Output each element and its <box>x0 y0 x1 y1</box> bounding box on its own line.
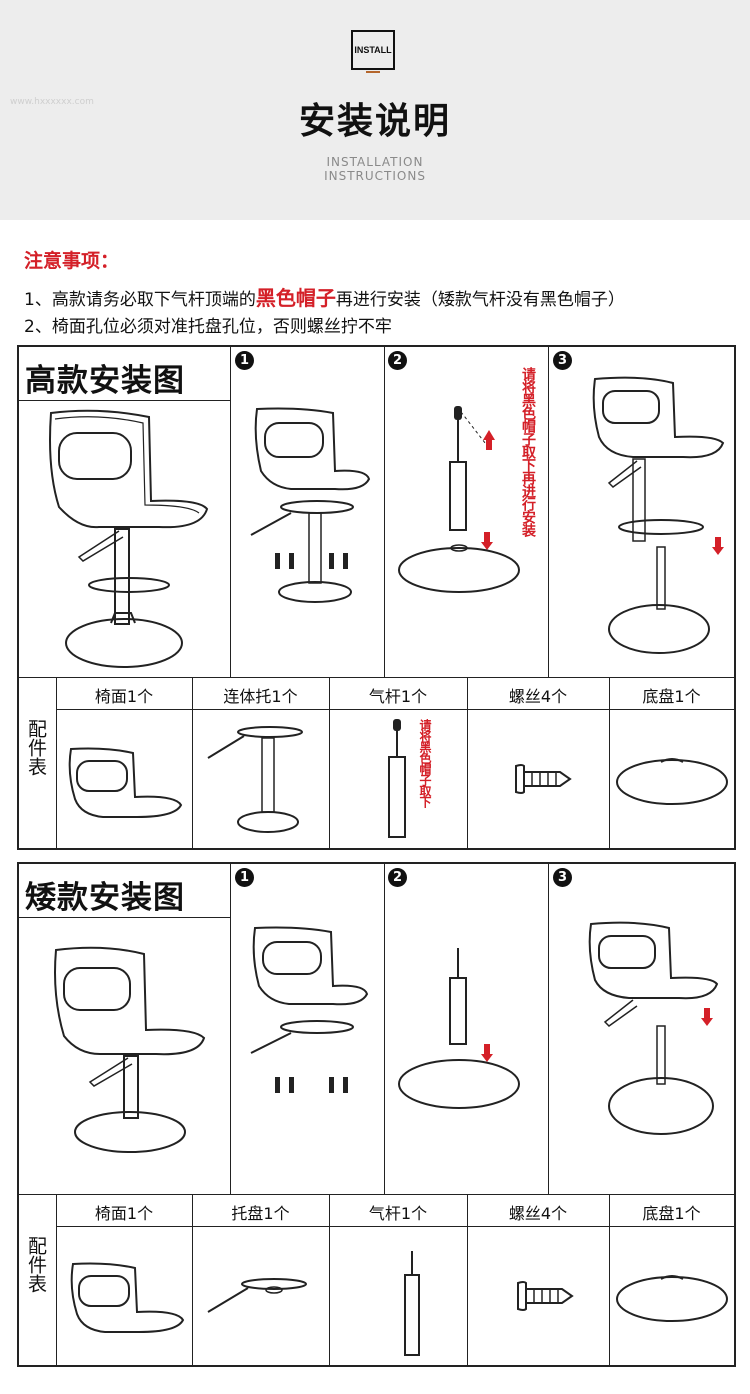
grid-line <box>19 677 734 678</box>
grid-line <box>230 864 231 1194</box>
step-1-badge: 1 <box>235 351 254 370</box>
step-3-badge: 3 <box>553 351 572 370</box>
part-base-label: 底盘1个 <box>642 1204 701 1223</box>
badge-underline <box>366 71 380 73</box>
chair-icon <box>588 921 719 1135</box>
notice-line-1-post: 再进行安装（矮款气杆没有黑色帽子） <box>335 290 625 310</box>
gas-lift-icon <box>404 1251 420 1356</box>
grid-line <box>56 1194 57 1365</box>
grid-line <box>56 1226 734 1227</box>
parts-table-label: 配件表 <box>25 1236 47 1293</box>
part-screw-label: 螺丝4个 <box>508 1204 568 1223</box>
notice-heading: 注意事项： <box>24 250 120 272</box>
seat-icon <box>254 407 371 491</box>
grid-line <box>329 1194 330 1365</box>
seat-icon <box>70 1262 185 1333</box>
gas-lift-icon <box>388 719 406 838</box>
grid-line <box>56 709 734 710</box>
tray-icon <box>207 1278 307 1313</box>
grid-line <box>384 864 385 1194</box>
grid-line <box>467 1194 468 1365</box>
chair-icon <box>592 376 725 654</box>
step-2-badge: 2 <box>388 868 407 887</box>
gas-lift-icon <box>398 406 520 593</box>
grid-line <box>192 1194 193 1365</box>
parts-table-label: 配件表 <box>25 719 47 776</box>
notice-line-2: 2、椅面孔位必须对准托盘孔位，否则螺丝拧不牢 <box>24 317 392 337</box>
subtitle-line-1: INSTALLATION <box>326 155 424 169</box>
part-gas-lift-label: 气杆1个 <box>368 687 428 706</box>
part-seat-label: 椅面1个 <box>94 687 154 706</box>
grid-line <box>609 1194 610 1365</box>
grid-line <box>384 347 385 677</box>
screw-icon <box>515 764 572 794</box>
part-tray-label: 连体托1个 <box>223 687 298 706</box>
part-tray-label: 托盘1个 <box>231 1204 290 1223</box>
grid-line <box>329 677 330 848</box>
chair-icon <box>49 409 209 668</box>
part-seat-label: 椅面1个 <box>94 1204 154 1223</box>
grid-line <box>548 864 549 1194</box>
subtitle-line-2: INSTRUCTIONS <box>324 169 426 183</box>
remove-cap-part-note: 请将黑色帽子取下 <box>418 719 432 807</box>
step-3-badge: 3 <box>553 868 572 887</box>
screw-icon <box>517 1281 574 1311</box>
grid-line <box>230 347 231 677</box>
notice-line-1-pre: 1、高款请务必取下气杆顶端的 <box>24 290 256 310</box>
seat-icon <box>68 747 183 818</box>
grid-line <box>467 677 468 848</box>
grid-line <box>192 677 193 848</box>
faint-watermark: www.hxxxxxx.com <box>10 97 94 107</box>
gas-lift-icon <box>398 948 520 1109</box>
grid-line <box>19 400 230 401</box>
part-base-label: 底盘1个 <box>642 687 701 706</box>
tray-icon <box>250 1020 354 1093</box>
remove-cap-note: 请将黑色帽子取下再进行安装 <box>520 367 536 536</box>
seat-icon <box>252 926 369 1006</box>
low-install-panel: 矮款安装图 1 2 3 配件表 椅面1个 托盘1个 气杆1个 螺丝4个 底盘1个 <box>17 862 736 1367</box>
grid-line <box>609 677 610 848</box>
page-title: 安装说明 <box>298 101 451 142</box>
base-icon <box>616 758 728 805</box>
notice-line-1-highlight: 黑色帽子 <box>255 286 336 310</box>
chair-icon <box>54 946 206 1153</box>
step-1-badge: 1 <box>235 868 254 887</box>
grid-line <box>548 347 549 677</box>
tray-icon <box>250 500 354 603</box>
tray-icon <box>207 726 303 833</box>
part-gas-lift-label: 气杆1个 <box>368 1204 428 1223</box>
grid-line <box>19 1194 734 1195</box>
part-screw-label: 螺丝4个 <box>508 687 568 706</box>
high-install-panel: 高款安装图 1 2 3 请将黑色帽子取下再进行安装 <box>17 345 736 850</box>
grid-line <box>19 917 230 918</box>
grid-line <box>56 677 57 848</box>
high-panel-title: 高款安装图 <box>25 363 185 399</box>
base-icon <box>616 1275 728 1322</box>
install-badge: INSTALL <box>351 30 395 70</box>
low-panel-title: 矮款安装图 <box>25 880 185 916</box>
step-2-badge: 2 <box>388 351 407 370</box>
notice-line-1: 1、高款请务必取下气杆顶端的黑色帽子再进行安装（矮款气杆没有黑色帽子） <box>24 282 625 311</box>
header-banner: www.hxxxxxx.com INSTALL 安装说明 INSTALLATIO… <box>0 0 750 220</box>
